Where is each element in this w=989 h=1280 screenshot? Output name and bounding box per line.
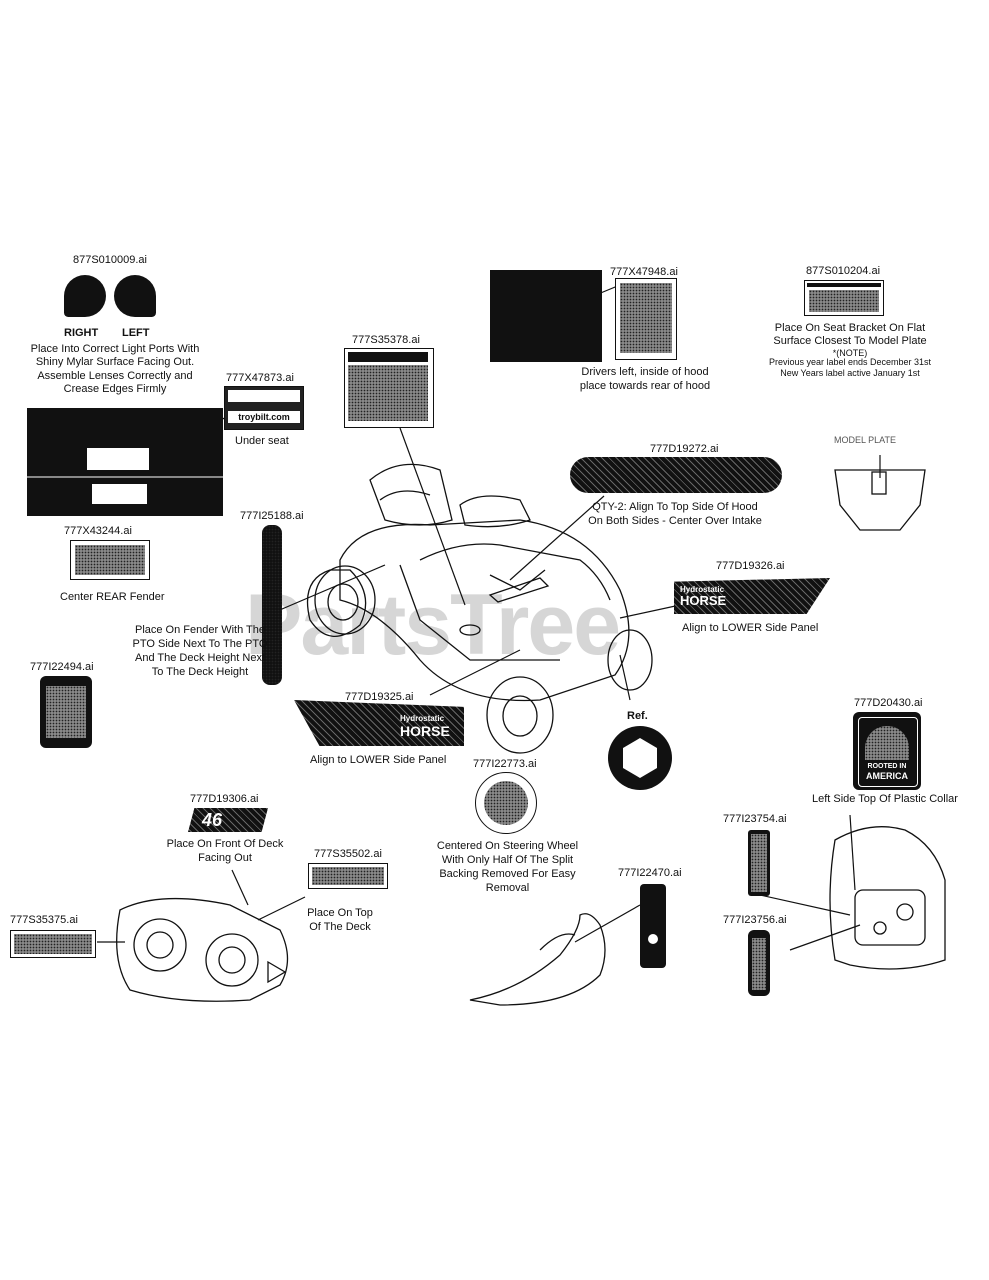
fender-note-2: PTO Side Next To The PTO xyxy=(132,638,268,650)
horse-decal-777D19326: Hydrostatic HORSE xyxy=(674,578,830,614)
america-label: AMERICA xyxy=(866,771,908,781)
align-lower-note-1: Align to LOWER Side Panel xyxy=(682,622,819,634)
model-plate-label: MODEL PLATE xyxy=(834,435,897,445)
label-777I23756: 777I23756.ai xyxy=(723,914,787,926)
decal-777I23754 xyxy=(748,830,770,896)
seat-note-1: Place On Seat Bracket On Flat xyxy=(774,322,926,334)
align-lower-note-2: Align to LOWER Side Panel xyxy=(310,754,447,766)
steering-part-illustration xyxy=(469,913,606,1006)
label-777I22470: 777I22470.ai xyxy=(618,867,682,879)
label-777X43244: 777X43244.ai xyxy=(64,525,132,537)
seat-note-2: Surface Closest To Model Plate xyxy=(773,335,927,347)
rooted-in-america-decal: ROOTED IN AMERICA xyxy=(853,712,921,790)
prev-note-2: New Years label active January 1st xyxy=(780,368,920,378)
warning-decal-777S35375 xyxy=(10,930,96,958)
model-plate-illustration xyxy=(834,469,926,531)
troybilt-decal-777X47873: troybilt.com xyxy=(224,386,304,430)
label-777X47948: 777X47948.ai xyxy=(610,266,678,278)
collar-note: Left Side Top Of Plastic Collar xyxy=(812,793,958,805)
label-777I25188: 777I25188.ai xyxy=(240,510,304,522)
decal-777I22470 xyxy=(640,884,666,968)
fender-note-1: Place On Fender With The xyxy=(134,624,266,636)
deck-top-note-2: Of The Deck xyxy=(309,921,371,933)
left-lens-icon xyxy=(114,275,156,317)
deck-front-note-1: Place On Front Of Deck xyxy=(166,838,284,850)
deck-top-decal-777S35502 xyxy=(308,863,388,889)
horse-label-2: HORSE xyxy=(400,723,450,739)
label-777D20430: 777D20430.ai xyxy=(854,697,923,709)
troybilt-hood-decal-777D19272 xyxy=(570,457,782,493)
seat-bracket-decal xyxy=(804,280,884,316)
fender-note-4: To The Deck Height xyxy=(151,666,249,678)
label-877S010009: 877S010009.ai xyxy=(72,254,147,266)
troybilt-url: troybilt.com xyxy=(228,411,300,423)
label-777D19306: 777D19306.ai xyxy=(190,793,259,805)
deck-size-decal-777D19306: 46 xyxy=(188,808,268,832)
prev-note-1: Previous year label ends December 31st xyxy=(768,357,932,367)
steering-note-2: With Only Half Of The Split xyxy=(441,854,574,866)
service-decal-777X43244 xyxy=(70,540,150,580)
deck-top-note-1: Place On Top xyxy=(307,907,373,919)
lens-note-2: Shiny Mylar Surface Facing Out. xyxy=(35,356,195,368)
tractor-illustration xyxy=(306,463,653,754)
hood-note-2: place towards rear of hood xyxy=(579,380,711,392)
label-777D19326: 777D19326.ai xyxy=(716,560,785,572)
safety-decal-777S35378 xyxy=(344,348,434,428)
label-777S35502: 777S35502.ai xyxy=(314,848,382,860)
mower-deck-illustration xyxy=(116,897,289,1002)
hood-decal-777X47948 xyxy=(615,278,677,360)
ref-hex-icon xyxy=(608,726,672,790)
dash-collar-illustration xyxy=(829,826,946,970)
label-777D19325: 777D19325.ai xyxy=(345,691,414,703)
ref-label: Ref. xyxy=(627,710,648,722)
steering-note-3: Backing Removed For Easy xyxy=(439,868,576,880)
qty-note-1: QTY-2: Align To Top Side Of Hood xyxy=(592,501,758,513)
label-777I22494: 777I22494.ai xyxy=(30,661,94,673)
center-rear-note: Center REAR Fender xyxy=(60,591,165,603)
under-seat-note: Under seat xyxy=(235,435,289,447)
label-777S35378: 777S35378.ai xyxy=(352,334,420,346)
label-777I23754: 777I23754.ai xyxy=(723,813,787,825)
lens-note-3: Assemble Lenses Correctly and xyxy=(37,370,193,382)
steering-note-1: Centered On Steering Wheel xyxy=(436,840,579,852)
hydrostatic-label-1: Hydrostatic xyxy=(680,585,725,594)
qty-note-2: On Both Sides - Center Over Intake xyxy=(588,515,762,527)
pto-decal-777I22494 xyxy=(40,676,92,748)
label-877S010204: 877S010204.ai xyxy=(806,265,881,277)
headlight-panel xyxy=(27,408,223,516)
deck-front-note-2: Facing Out xyxy=(198,852,252,864)
label-777S35375: 777S35375.ai xyxy=(10,914,78,926)
steering-decal-777I22773 xyxy=(475,772,537,834)
horse-decal-777D19325: Hydrostatic HORSE xyxy=(294,700,464,746)
deck-size-number: 46 xyxy=(202,810,223,830)
seat-note-3: *(NOTE) xyxy=(832,348,868,358)
right-label: RIGHT xyxy=(64,327,99,339)
decal-777I23756 xyxy=(748,930,770,996)
hood-image xyxy=(490,270,602,362)
rooted-label: ROOTED IN xyxy=(867,763,907,770)
right-lens-icon xyxy=(64,275,106,317)
left-label: LEFT xyxy=(122,327,150,339)
steering-note-4: Removal xyxy=(485,882,530,894)
label-777I22773: 777I22773.ai xyxy=(473,758,537,770)
hood-note-1: Drivers left, inside of hood xyxy=(581,366,709,378)
label-777X47873: 777X47873.ai xyxy=(226,372,294,384)
lens-note-1: Place Into Correct Light Ports With xyxy=(30,343,200,355)
lens-note-4: Crease Edges Firmly xyxy=(63,383,167,395)
fender-note-3: And The Deck Height Next xyxy=(134,652,266,664)
hydrostatic-label-2: Hydrostatic xyxy=(400,714,445,723)
horse-label-1: HORSE xyxy=(680,593,727,608)
label-777D19272: 777D19272.ai xyxy=(650,443,719,455)
height-strip-777I25188 xyxy=(262,525,282,685)
